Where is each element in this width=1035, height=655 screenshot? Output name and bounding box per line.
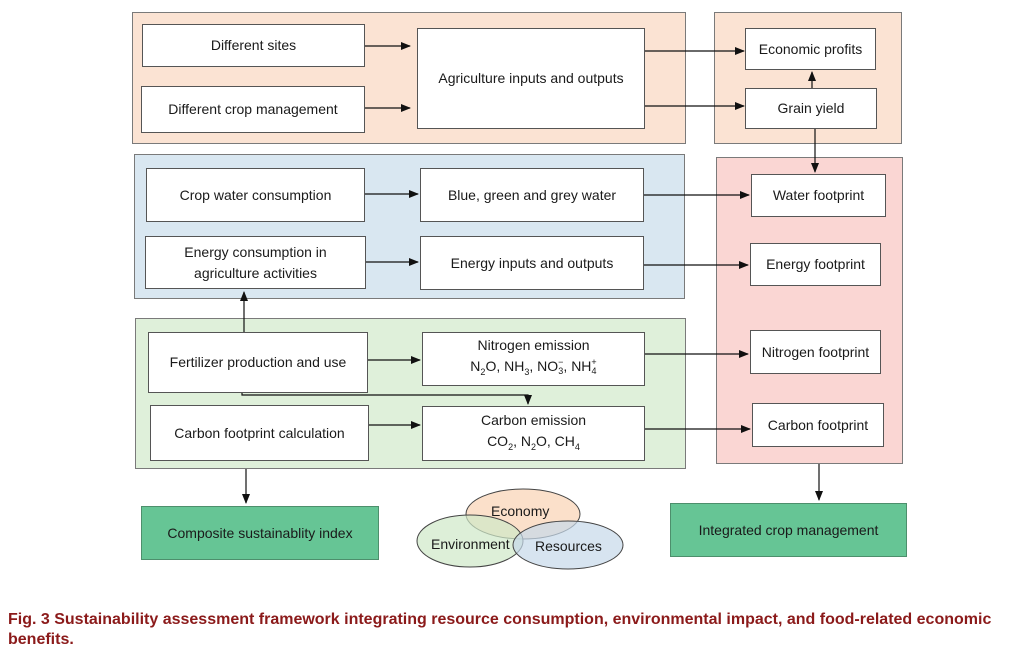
fertilizer-box: Fertilizer production and use: [148, 332, 368, 393]
grain-yield-box: Grain yield: [745, 88, 877, 129]
carbon-calc-box: Carbon footprint calculation: [150, 405, 369, 461]
figure-caption: Fig. 3 Sustainability assessment framewo…: [8, 611, 992, 648]
composite-index-box: Composite sustainablity index: [141, 506, 379, 560]
different-crop-management-box: Different crop management: [141, 86, 365, 133]
venn-diagram: [416, 488, 624, 570]
different-sites-label: Different sites: [210, 37, 297, 53]
carbon-footprint-box: Carbon footprint: [752, 403, 884, 447]
different-sites-box: Different sites: [142, 24, 365, 67]
agriculture-io-box: Agriculture inputs and outputs: [417, 28, 645, 129]
blue-green-grey-water-label: Blue, green and grey water: [447, 186, 617, 203]
carbon-formula: CO2, N2O, CH4: [487, 432, 580, 452]
arrow-fert-to-carbon: [241, 393, 532, 405]
nitrogen-formula: N2O, NH3, NO−3, NH+4: [470, 357, 597, 377]
integrated-crop-box: Integrated crop management: [670, 503, 907, 557]
carbon-emission-box: Carbon emission CO2, N2O, CH4: [422, 406, 645, 461]
carbon-emission-label: Carbon emission: [480, 411, 587, 428]
crop-water-consumption-label: Crop water consumption: [179, 186, 332, 203]
nitrogen-footprint-box: Nitrogen footprint: [750, 330, 881, 374]
venn-economy-label: Economy: [491, 503, 550, 519]
venn-environment-label: Environment: [431, 536, 510, 552]
economic-profits-label: Economic profits: [758, 40, 863, 57]
water-footprint-label: Water footprint: [772, 187, 865, 203]
energy-consumption-box: Energy consumption in agriculture activi…: [145, 236, 366, 289]
different-crop-management-label: Different crop management: [168, 101, 338, 117]
nitrogen-emission-box: Nitrogen emission N2O, NH3, NO−3, NH+4: [422, 332, 645, 386]
energy-consumption-line1: Energy consumption in: [184, 243, 327, 260]
energy-io-box: Energy inputs and outputs: [420, 236, 644, 290]
energy-footprint-box: Energy footprint: [750, 243, 881, 286]
grain-yield-label: Grain yield: [777, 100, 845, 116]
crop-water-consumption-box: Crop water consumption: [146, 168, 365, 222]
energy-consumption-line2: agriculture activities: [194, 264, 317, 281]
venn-resources-label: Resources: [535, 538, 602, 554]
carbon-footprint-label: Carbon footprint: [767, 416, 869, 433]
fertilizer-label: Fertilizer production and use: [169, 354, 347, 370]
nitrogen-footprint-label: Nitrogen footprint: [761, 343, 870, 360]
venn-resources-circle: [512, 520, 624, 570]
integrated-crop-label: Integrated crop management: [698, 522, 879, 538]
agriculture-io-label: Agriculture inputs and outputs: [438, 70, 624, 86]
economic-profits-box: Economic profits: [745, 28, 876, 70]
blue-green-grey-water-box: Blue, green and grey water: [420, 168, 644, 222]
energy-io-label: Energy inputs and outputs: [450, 254, 614, 271]
energy-footprint-label: Energy footprint: [766, 256, 865, 272]
composite-index-label: Composite sustainablity index: [167, 525, 353, 541]
water-footprint-box: Water footprint: [751, 174, 886, 217]
nitrogen-emission-label: Nitrogen emission: [477, 337, 590, 354]
carbon-calc-label: Carbon footprint calculation: [174, 424, 345, 441]
